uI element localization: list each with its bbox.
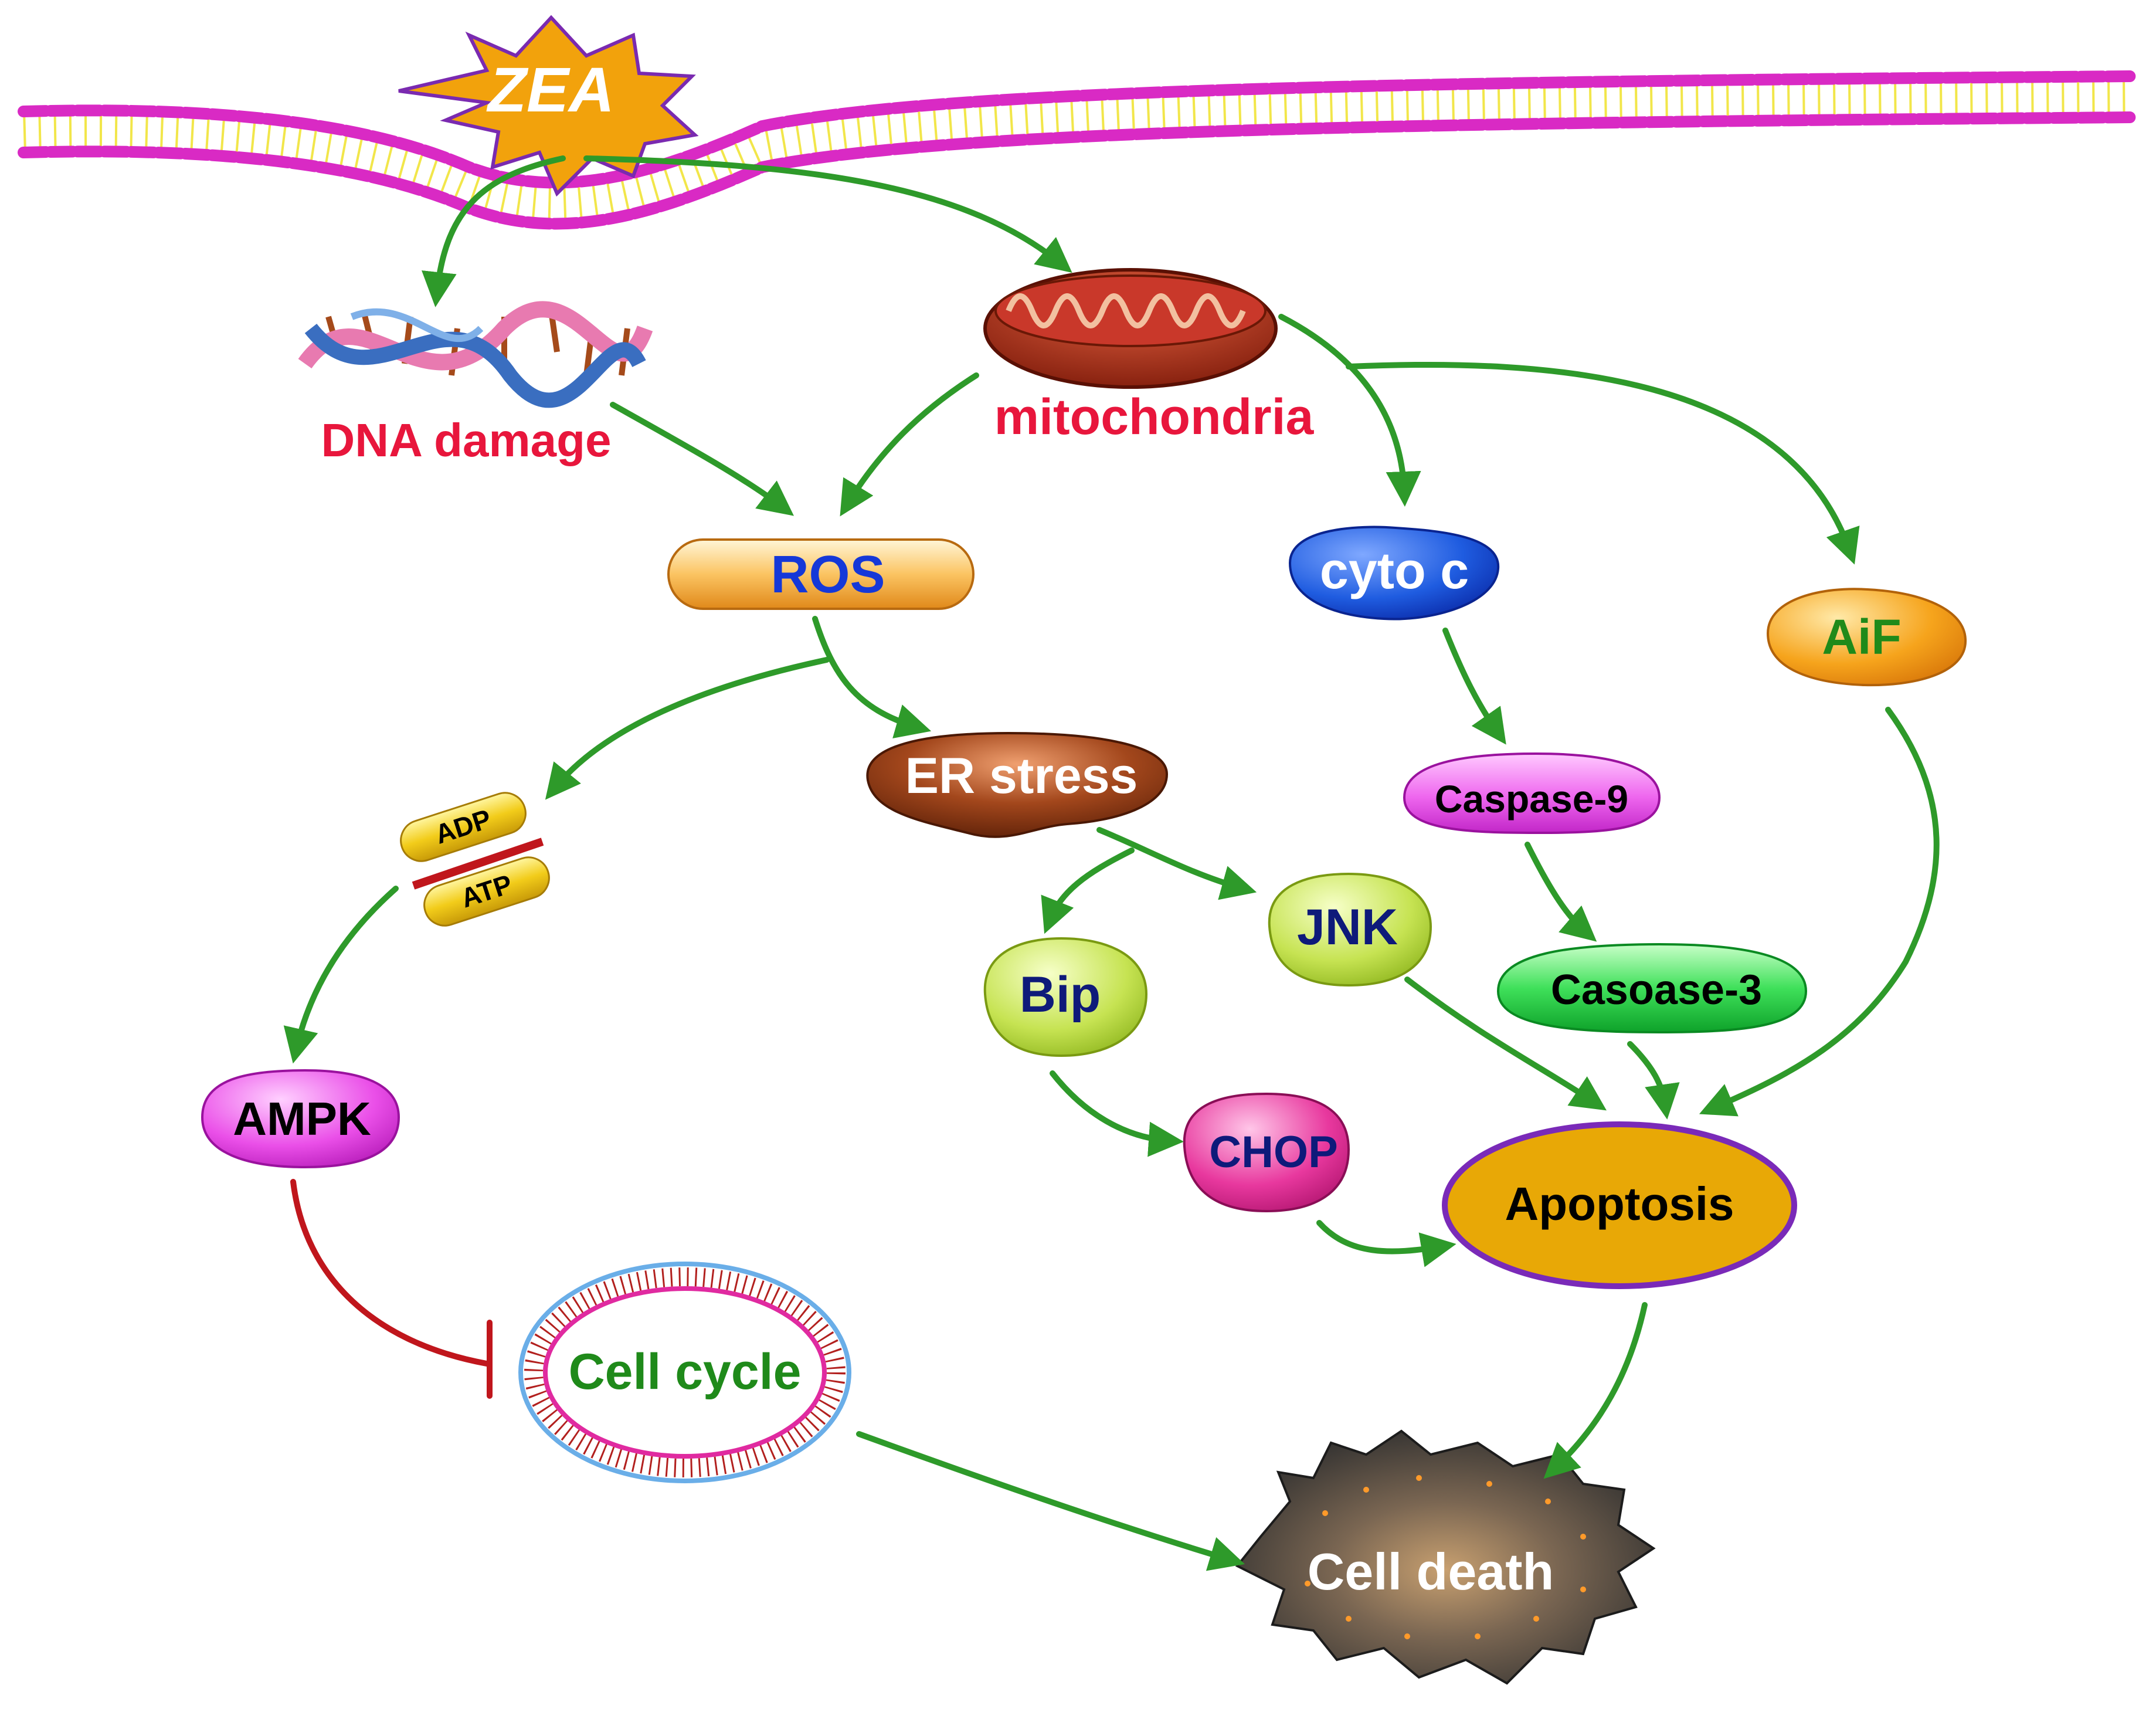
cyto-c-label: cyto c <box>1320 541 1469 599</box>
zea-label: ZEA <box>486 54 614 125</box>
bip-node: Bip <box>983 937 1148 1057</box>
adp-atp-divider <box>412 838 544 890</box>
er-stress-node: ER stress <box>866 731 1169 838</box>
ros-node: ROS <box>667 538 975 610</box>
arrow-jnk-to-apoptosis <box>1404 977 1607 1111</box>
arrow-mitochondria-to-aif <box>1346 361 1860 565</box>
arrow-zea-to-dna <box>422 155 566 307</box>
casoase-3-label: Casoase-3 <box>1551 967 1762 1013</box>
er-stress-label: ER stress <box>905 748 1138 804</box>
aif-node: AiF <box>1766 588 1967 687</box>
inhibition-ampk-to-cell-cycle <box>290 1179 493 1399</box>
apoptosis-node: Apoptosis <box>1442 1121 1797 1289</box>
cell-death-label: Cell death <box>1308 1543 1554 1601</box>
cell-cycle-label: Cell cycle <box>569 1344 802 1400</box>
arrow-cyto-c-to-caspase-9 <box>1442 628 1506 745</box>
jnk-label: JNK <box>1297 899 1398 955</box>
cell-membrane <box>18 70 2140 230</box>
arrow-adp-to-ampk <box>283 886 399 1064</box>
aif-label: AiF <box>1822 609 1901 665</box>
bip-label: Bip <box>1020 967 1101 1023</box>
dna-helix-icon <box>298 301 653 408</box>
arrow-bip-to-chop <box>1050 1070 1184 1157</box>
arrow-chop-to-apoptosis <box>1316 1220 1456 1267</box>
arrow-cell-cycle-to-cell-death <box>856 1431 1245 1571</box>
cell-death-node: Cell death <box>1235 1429 1656 1685</box>
mitochondria-label: mitochondria <box>994 389 1315 445</box>
arrow-dna-to-ros <box>610 402 795 516</box>
arrow-casoase-3-to-apoptosis <box>1627 1041 1680 1120</box>
adp-atp-pair: ADP ATP <box>400 792 550 927</box>
ampk-label: AMPK <box>233 1093 371 1145</box>
arrow-er-to-jnk <box>1096 827 1257 900</box>
jnk-node: JNK <box>1268 872 1432 987</box>
arrow-mitochondria-to-ros <box>840 372 979 517</box>
caspase-9-node: Caspase-9 <box>1403 752 1661 835</box>
dna-damage-label: DNA damage <box>321 414 612 466</box>
cyto-c-node: cyto c <box>1288 526 1500 621</box>
arrow-ros-to-adp <box>545 657 830 800</box>
arrow-ros-to-er-stress <box>812 616 932 738</box>
ros-label: ROS <box>770 545 885 604</box>
cell-cycle-node: Cell cycle <box>518 1262 851 1483</box>
arrow-caspase-9-to-casoase-3 <box>1525 842 1597 942</box>
mitochondria-icon <box>983 268 1278 389</box>
arrow-aif-to-apoptosis <box>1699 707 1940 1117</box>
caspase-9-label: Caspase-9 <box>1435 777 1628 821</box>
arrow-apoptosis-to-cell-death <box>1543 1302 1648 1479</box>
apoptosis-label: Apoptosis <box>1505 1178 1734 1230</box>
arrow-mitochondria-to-cyto-c <box>1278 314 1421 507</box>
arrow-zea-to-mitochondria <box>583 155 1072 273</box>
zea-starburst: ZEA <box>398 15 699 197</box>
chop-node: CHOP <box>1183 1092 1350 1213</box>
chop-label: CHOP <box>1209 1127 1338 1177</box>
casoase-3-node: Casoase-3 <box>1496 943 1808 1034</box>
arrow-er-to-bip <box>1041 847 1135 934</box>
pathway-arrows <box>283 155 1940 1571</box>
ampk-node: AMPK <box>201 1069 400 1169</box>
